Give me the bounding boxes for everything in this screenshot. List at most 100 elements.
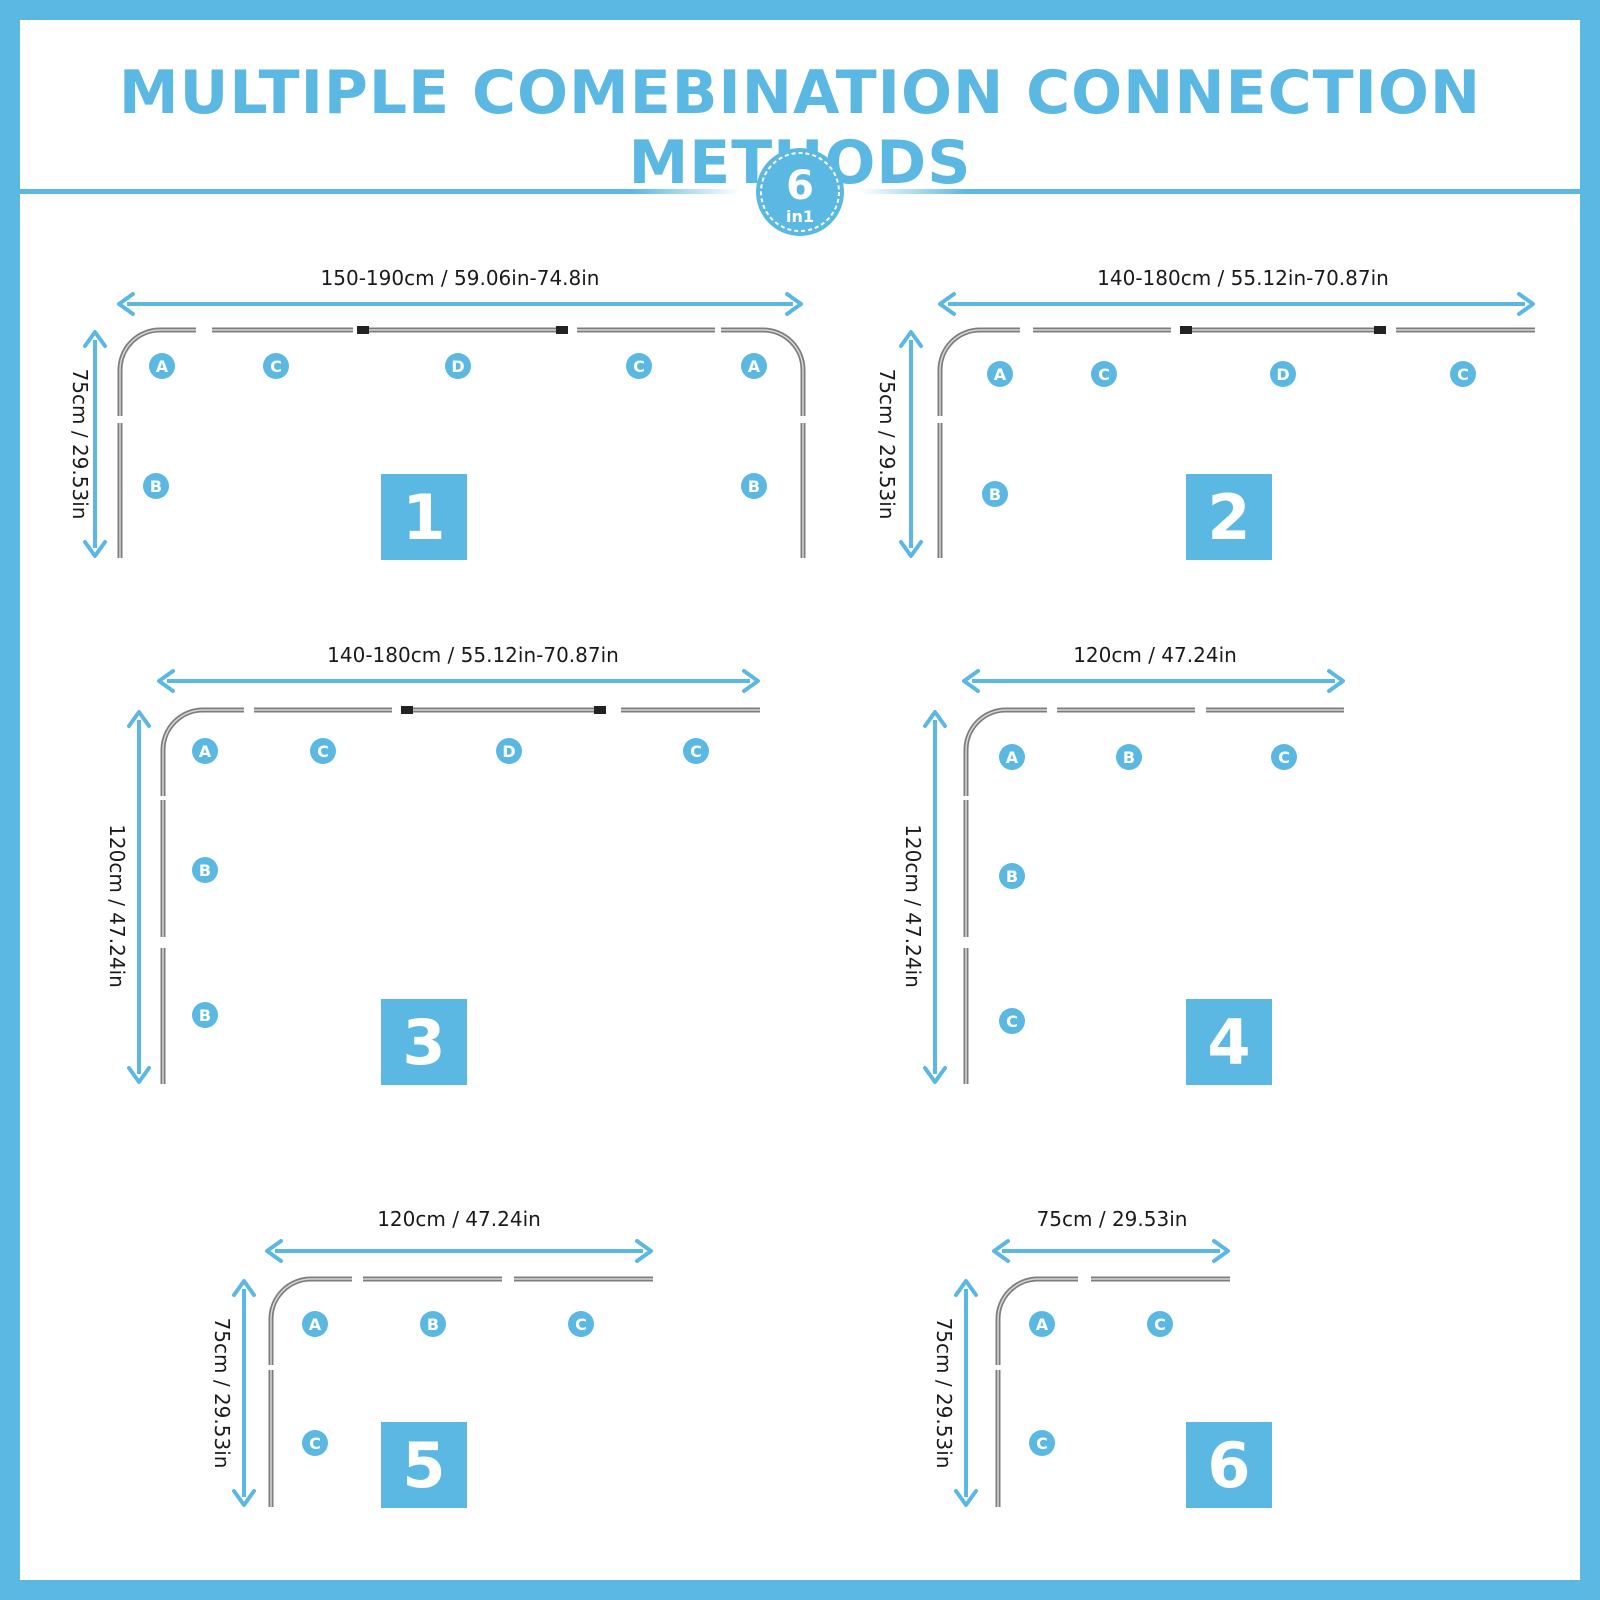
method-3-top-part-badge: C xyxy=(683,738,709,764)
method-5-top-part-badge: A xyxy=(302,1311,328,1337)
method-2-width-label: 140-180cm / 55.12in-70.87in xyxy=(1097,266,1389,290)
method-6-height-arrow xyxy=(954,1279,978,1507)
header-divider-right xyxy=(860,189,1580,194)
method-3-height-label: 120cm / 47.24in xyxy=(105,824,129,988)
method-4-top-part-badge: C xyxy=(1271,744,1297,770)
svg-text:B: B xyxy=(1006,867,1018,886)
method-5-corner-left xyxy=(268,1276,352,1365)
method-1-top-rail-2 xyxy=(357,326,568,334)
svg-text:B: B xyxy=(989,485,1001,504)
method-3-height-arrow xyxy=(127,710,151,1084)
method-4-left-part-badge: C xyxy=(999,1008,1025,1034)
method-4-number: 4 xyxy=(1207,1006,1250,1079)
svg-text:A: A xyxy=(994,365,1007,384)
svg-text:C: C xyxy=(1278,748,1290,767)
method-5-left-part-badge: C xyxy=(302,1430,328,1456)
method-4-height-arrow xyxy=(923,710,947,1084)
method-1-corner-left xyxy=(117,327,196,416)
svg-text:B: B xyxy=(748,477,760,496)
method-2-top-part-badge: D xyxy=(1270,361,1296,387)
svg-text:A: A xyxy=(1036,1315,1049,1334)
method-1-left-part-badge: B xyxy=(143,473,169,499)
svg-text:C: C xyxy=(1457,365,1469,384)
svg-text:C: C xyxy=(1098,365,1110,384)
method-1-number-box: 1 xyxy=(381,474,467,560)
method-2-corner-left xyxy=(937,327,1020,416)
method-1-corner-right xyxy=(721,327,806,416)
method-1-number: 1 xyxy=(402,481,445,554)
method-4-corner-left xyxy=(963,707,1047,796)
method-2-top-rail-2 xyxy=(1180,326,1386,334)
method-3-width-arrow xyxy=(157,669,760,693)
method-3-top-part-badge: D xyxy=(496,738,522,764)
method-6-width-label: 75cm / 29.53in xyxy=(1037,1207,1188,1231)
svg-text:C: C xyxy=(633,357,645,376)
svg-text:A: A xyxy=(199,742,212,761)
method-1-top-part-badge: A xyxy=(741,353,767,379)
badge-suffix: in1 xyxy=(786,207,814,226)
method-5-height-arrow xyxy=(232,1279,256,1507)
method-4-width-label: 120cm / 47.24in xyxy=(1073,643,1237,667)
method-2-top-part-badge: C xyxy=(1450,361,1476,387)
svg-text:C: C xyxy=(690,742,702,761)
method-3-left-part-badge: B xyxy=(192,857,218,883)
svg-text:C: C xyxy=(270,357,282,376)
method-4-height-label: 120cm / 47.24in xyxy=(901,824,925,988)
svg-text:B: B xyxy=(1123,748,1135,767)
svg-text:C: C xyxy=(1006,1012,1018,1031)
method-3-width-label: 140-180cm / 55.12in-70.87in xyxy=(327,643,619,667)
svg-text:A: A xyxy=(309,1315,322,1334)
method-1-top-part-badge: D xyxy=(445,353,471,379)
svg-text:D: D xyxy=(502,742,515,761)
method-1-height-arrow xyxy=(83,330,107,558)
method-5-height-label: 75cm / 29.53in xyxy=(210,1318,234,1469)
svg-text:C: C xyxy=(309,1434,321,1453)
method-5-number: 5 xyxy=(402,1429,445,1502)
svg-text:B: B xyxy=(199,861,211,880)
method-1-height-label: 75cm / 29.53in xyxy=(68,369,92,520)
method-2-number-box: 2 xyxy=(1186,474,1272,560)
svg-text:D: D xyxy=(1276,365,1289,384)
method-2-top-part-badge: A xyxy=(987,361,1013,387)
svg-text:B: B xyxy=(427,1315,439,1334)
method-5-number-box: 5 xyxy=(381,1422,467,1508)
method-5-top-part-badge: B xyxy=(420,1311,446,1337)
six-in-one-badge: 6 in1 xyxy=(756,148,844,236)
svg-text:B: B xyxy=(199,1006,211,1025)
method-2-width-arrow xyxy=(938,292,1535,316)
method-4-top-part-badge: B xyxy=(1116,744,1142,770)
svg-text:A: A xyxy=(748,357,761,376)
svg-text:C: C xyxy=(575,1315,587,1334)
method-3-left-part-badge: B xyxy=(192,1002,218,1028)
method-3-number-box: 3 xyxy=(381,999,467,1085)
method-4-top-part-badge: A xyxy=(999,744,1025,770)
method-4-left-part-badge: B xyxy=(999,863,1025,889)
method-6-width-arrow xyxy=(992,1239,1230,1263)
method-4-number-box: 4 xyxy=(1186,999,1272,1085)
method-2-top-part-badge: C xyxy=(1091,361,1117,387)
method-1-top-part-badge: C xyxy=(263,353,289,379)
method-5-width-arrow xyxy=(265,1239,653,1263)
method-6-corner-left xyxy=(995,1276,1078,1365)
svg-text:B: B xyxy=(150,477,162,496)
method-3-number: 3 xyxy=(402,1006,445,1079)
method-6-number-box: 6 xyxy=(1186,1422,1272,1508)
svg-text:C: C xyxy=(1154,1315,1166,1334)
method-3-top-part-badge: A xyxy=(192,738,218,764)
page-title: MULTIPLE COMEBINATION CONNECTION METHODS xyxy=(118,58,1482,198)
method-1-right-part-badge: B xyxy=(741,473,767,499)
content-panel xyxy=(20,20,1580,1580)
method-6-left-part-badge: C xyxy=(1029,1430,1055,1456)
method-1-top-part-badge: A xyxy=(149,353,175,379)
method-6-number: 6 xyxy=(1207,1429,1250,1502)
method-2-height-label: 75cm / 29.53in xyxy=(875,369,899,520)
badge-number: 6 xyxy=(786,163,814,209)
header-divider-left xyxy=(20,189,740,194)
method-2-left-part-badge: B xyxy=(982,481,1008,507)
method-3-corner-left xyxy=(160,707,244,796)
method-2-height-arrow xyxy=(899,330,923,558)
method-6-top-part-badge: A xyxy=(1029,1311,1055,1337)
